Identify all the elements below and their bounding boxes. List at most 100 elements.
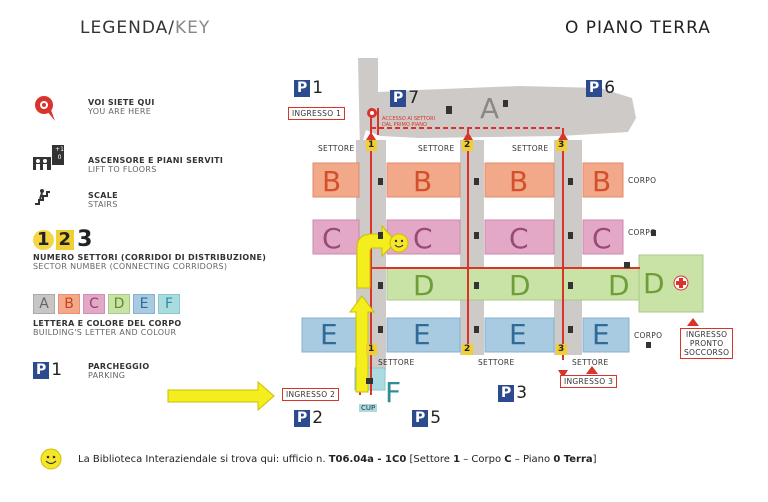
- sector-tags-bottom: [366, 344, 567, 355]
- sector-tag-1-top: 1: [368, 140, 375, 150]
- entrance-1: INGRESSO 1: [288, 107, 346, 120]
- parking-p2-icon: P: [294, 409, 311, 427]
- sector-1-icon: 1: [33, 230, 54, 250]
- legend-body-it: LETTERA E COLORE DEL CORPO: [33, 319, 182, 328]
- body-b-label-3: B: [509, 165, 529, 198]
- body-d-label-4: D: [643, 267, 665, 300]
- footer-mid2: – Corpo: [460, 454, 505, 465]
- lift-icon-floors: +1 0: [55, 146, 64, 161]
- body-b-1: [312, 162, 360, 198]
- sector-tag-3-top: 3: [558, 140, 565, 150]
- corridor-2: [460, 140, 484, 355]
- body-b-label-1: B: [322, 165, 342, 198]
- body-c-label-3: C: [509, 222, 529, 255]
- entrance-emergency-l2: PRONTO: [689, 339, 724, 348]
- sector-tags-top: [366, 140, 567, 151]
- settore-label-1-bottom: SETTORE: [378, 358, 415, 367]
- body-c-4: [582, 219, 624, 255]
- route-arrowheads: [366, 132, 568, 378]
- entrance-2: INGRESSO 2: [282, 388, 340, 401]
- body-swatch-a: A: [33, 294, 55, 314]
- legend-sector-en: SECTOR NUMBER (CONNECTING CORRIDORS): [33, 262, 228, 271]
- parking-p5-icon: P: [412, 409, 429, 427]
- body-swatch-b: B: [58, 294, 80, 314]
- legend-body-en: BUILDING'S LETTER AND COLOUR: [33, 328, 177, 337]
- body-swatch-e: E: [133, 294, 155, 314]
- body-b-2: [386, 162, 461, 198]
- sector-tag-1-bottom: 1: [368, 344, 375, 354]
- settore-label-2-bottom: SETTORE: [478, 358, 515, 367]
- footer-sector: 1: [453, 454, 461, 465]
- body-b-label-2: B: [413, 165, 433, 198]
- access-note: ACCESSO AI SETTORI DAL PRIMO PIANO: [382, 116, 435, 128]
- parking-p1-icon: P: [294, 79, 311, 97]
- legend-you-are-here-en: YOU ARE HERE: [88, 107, 152, 116]
- entrance-emergency: INGRESSO PRONTO SOCCORSO: [680, 328, 734, 359]
- stairs-glyphs: [366, 100, 656, 384]
- settore-label-3-top: SETTORE: [512, 144, 549, 153]
- body-a-label: A: [480, 92, 500, 125]
- lift-icon: [33, 145, 64, 170]
- body-e-1: [301, 317, 360, 353]
- footer-location-text: La Biblioteca Interaziendale si trova qu…: [78, 454, 597, 465]
- body-e-2: [386, 317, 461, 353]
- yellow-entry-arrow: [167, 380, 275, 412]
- body-e-3: [484, 317, 555, 353]
- legend-parking-num: 1: [51, 360, 63, 380]
- corridor-3: [554, 140, 582, 355]
- body-b-4: [582, 162, 624, 198]
- body-c-label-1: C: [322, 222, 342, 255]
- map-you-are-here-icon: [367, 108, 377, 118]
- access-note-l2: DAL PRIMO PIANO: [382, 122, 427, 128]
- legend-lift: ASCENSORE E PIANI SERVITI LIFT TO FLOORS: [88, 156, 223, 174]
- legend-sector-it: NUMERO SETTORI (CORRIDOI DI DISTRIBUZION…: [33, 253, 267, 262]
- cup-label: CUP: [359, 404, 378, 412]
- body-e-label-1: E: [320, 318, 338, 351]
- library-location-icon: [389, 233, 409, 253]
- parking-icon: P: [33, 361, 50, 379]
- footer-mid3: – Piano: [511, 454, 554, 465]
- legend-title-key: KEY: [175, 18, 211, 38]
- corpo-label-e: CORPO: [634, 331, 663, 340]
- legend-parking-en: PARKING: [88, 371, 126, 380]
- legend-sector: NUMERO SETTORI (CORRIDOI DI DISTRIBUZION…: [33, 253, 266, 271]
- legend-sector-icons: 1 2 3: [33, 227, 93, 252]
- parking-p5-num: 5: [430, 408, 442, 428]
- legend-you-are-here-it: VOI SIETE QUI: [88, 98, 155, 107]
- sector-tag-2-top: 2: [464, 140, 471, 150]
- footer-mid1: [Settore: [406, 454, 454, 465]
- entrance-emergency-l3: SOCCORSO: [684, 348, 730, 357]
- legend-stairs: SCALE STAIRS: [88, 191, 118, 209]
- legend-body: LETTERA E COLORE DEL CORPO BUILDING'S LE…: [33, 319, 182, 337]
- legend-body-swatches: A B C D E F: [33, 294, 180, 314]
- body-e-label-3: E: [509, 318, 527, 351]
- body-d-label-2: D: [509, 269, 531, 302]
- legend-parking-it: PARCHEGGIO: [88, 362, 150, 371]
- corpo-label-c: CORPO: [628, 228, 657, 237]
- floor-title: O PIANO TERRA: [565, 18, 711, 38]
- parking-p6-icon: P: [586, 79, 603, 97]
- settore-label-2-top: SETTORE: [418, 144, 455, 153]
- body-e-label-2: E: [413, 318, 431, 351]
- body-swatch-d: D: [108, 294, 130, 314]
- footer-piano: 0 Terra: [553, 454, 593, 465]
- emergency-marker-icon: [687, 318, 699, 326]
- sector-3-icon: 3: [77, 227, 93, 252]
- parking-p6-num: 6: [604, 78, 616, 98]
- legend-stairs-en: STAIRS: [88, 200, 118, 209]
- body-swatch-f: F: [158, 294, 180, 314]
- body-d: [386, 267, 640, 301]
- legend-title-it: LEGENDA/: [80, 18, 175, 38]
- parking-p3-icon: P: [498, 384, 515, 402]
- footer-pre: La Biblioteca Interaziendale si trova qu…: [78, 454, 329, 465]
- legend-title: LEGENDA/KEY: [80, 18, 210, 38]
- sector-tag-2-bottom: 2: [464, 344, 471, 354]
- body-d-annex: [638, 254, 704, 313]
- parking-p1-num: 1: [312, 78, 324, 98]
- legend-you-are-here: VOI SIETE QUI YOU ARE HERE: [88, 98, 155, 116]
- body-swatch-c: C: [83, 294, 105, 314]
